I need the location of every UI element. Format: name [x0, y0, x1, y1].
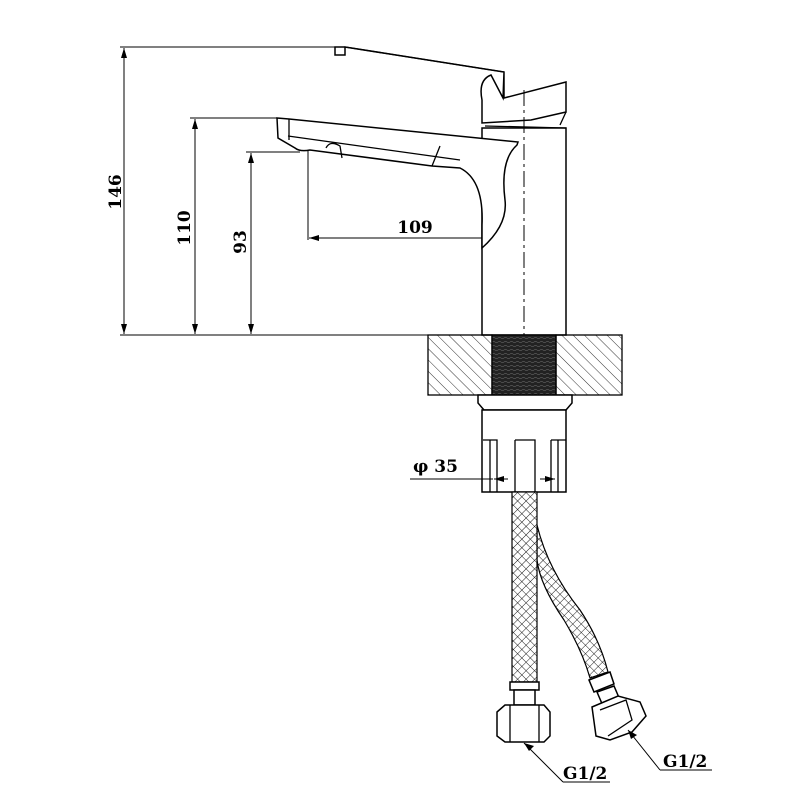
label-93: 93	[231, 230, 251, 254]
hose-right	[536, 524, 647, 741]
label-110: 110	[175, 210, 195, 246]
dimension-110	[190, 117, 278, 334]
label-diameter: φ 35	[413, 457, 458, 477]
leader-lines	[523, 729, 712, 783]
label-left-thread: G1/2	[563, 764, 607, 784]
label-right-thread: G1/2	[663, 752, 707, 772]
label-146: 146	[106, 174, 126, 210]
deck-section	[427, 334, 623, 396]
dimension-93	[246, 151, 300, 334]
faucet-body	[276, 46, 567, 336]
hose-left	[496, 491, 551, 743]
shank	[477, 394, 573, 493]
dimension-146	[120, 46, 482, 336]
label-109: 109	[397, 218, 433, 238]
